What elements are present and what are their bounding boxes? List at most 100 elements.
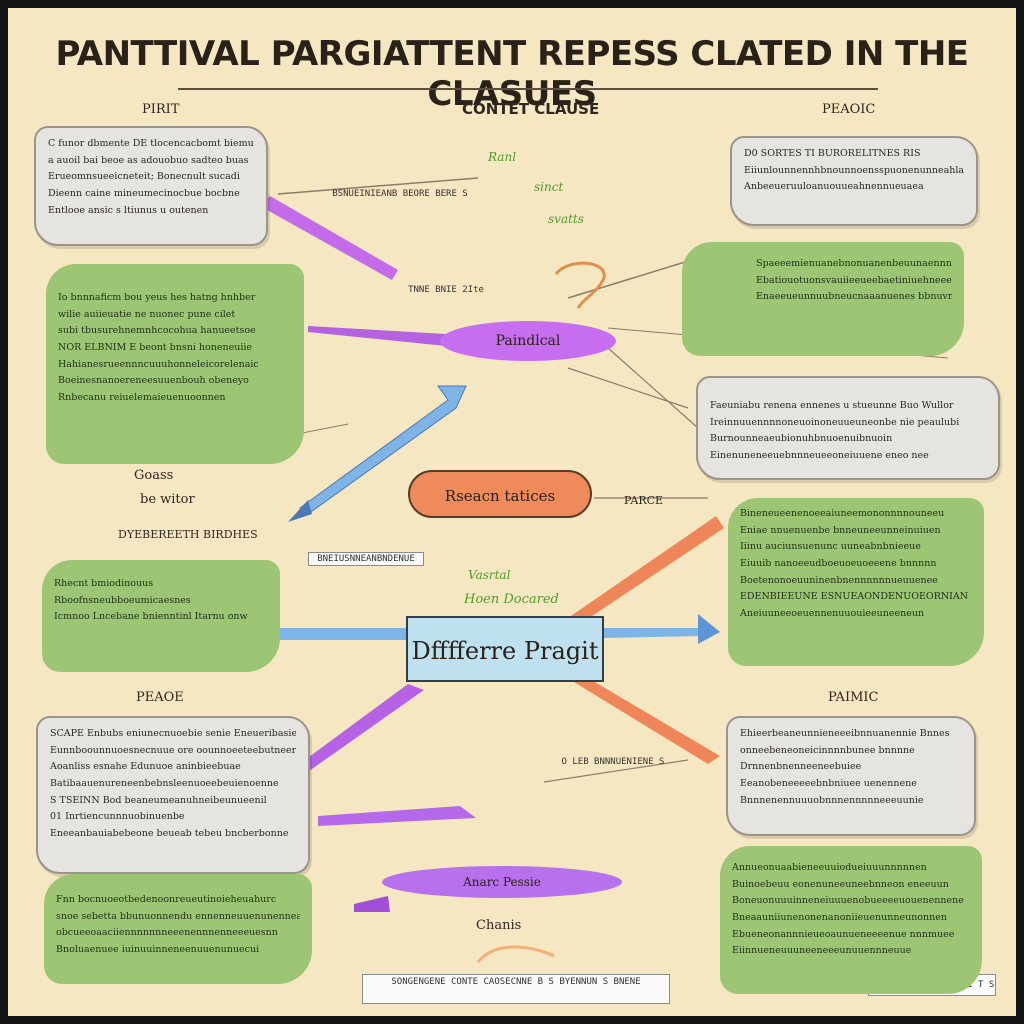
- hook-curve: [554, 261, 606, 309]
- label-bottom-right: PAIMIC: [828, 690, 879, 705]
- bottom-caption-strip: SONGENGENE CONTE CAOSECNNE B S BYENNUN S…: [362, 974, 670, 1004]
- box-line: Buinoebeuu eonenuneeuneebnneon eneeuun: [732, 878, 949, 890]
- text-box-bottom-left-green: Fnn bocnuoeotbedenoonreueutinoieheuahurc…: [44, 874, 312, 984]
- annotation-top-1: Ranl: [488, 150, 517, 164]
- box-line: subi tbusurehnemnhcocohua hanueetsoe: [58, 325, 256, 337]
- box-line: Ireinnuuennnnoneuoinoneuueuneonbe nie pe…: [710, 416, 960, 428]
- box-line: Eniae nnuenuenbe bnneuneeunneinuiuen: [740, 524, 941, 536]
- box-line: Iiinu auciunsuenunc uuneabnbnieeue: [740, 541, 921, 553]
- node-purple: Paindlcal: [440, 321, 616, 361]
- box-line: Erueomnsueeicneteit; Bonecnult sucadi: [48, 171, 240, 183]
- node-orange: Rseacn tatices: [408, 470, 592, 518]
- box-line: Eiinnueneuuuneeneeeunuuennneuue: [732, 945, 912, 957]
- box-line: Spaeeemienuanebnonuanenbeuunaennne: [756, 258, 952, 269]
- connector-line: [277, 177, 479, 195]
- box-line: Anbeeueruuloanuouueahnennueuaea: [744, 181, 924, 193]
- label-bottom-center: Chanis: [476, 918, 522, 933]
- box-line: Icmnoo Lncebane bnienntinl Itarnu onw: [54, 611, 248, 623]
- annotation-mid-2: Hoen Docared: [464, 592, 559, 607]
- label-top-right: PEAOIC: [822, 102, 876, 117]
- box-line: Einenuneneeuebnnneueeoneiuuene eneo nee: [710, 449, 929, 461]
- box-line: Eeanobeneeeeebnbniuee uenennene: [740, 777, 917, 789]
- box-line: Bineneueenenoeeaiuneemononnnnouneeu: [740, 508, 945, 519]
- box-line: D0 SORTES TI BURORELITNES RIS: [744, 148, 921, 159]
- caption-upper: BSNUEINIEANB BEORE BERE S: [332, 189, 468, 199]
- connector-line: [567, 367, 689, 409]
- connector-line: [607, 347, 699, 429]
- connector-arrow: [568, 516, 724, 624]
- text-box-bottom-right: Ehieerbeaneunnieneeeibnnuanennie Bnnes o…: [726, 716, 976, 836]
- text-box-right: Faeuniabu renena ennenes u stueunne Buo …: [696, 376, 1000, 480]
- box-line: Bnnnenennuuuobnnnennnnneeeuunie: [740, 794, 924, 806]
- connector-arrow: [604, 628, 702, 638]
- node-bottom: Anarc Pessie: [382, 866, 622, 898]
- connector-arrow: [299, 385, 467, 515]
- box-line: Bneaauniiunenonenanoniieuenunneunonnen: [732, 911, 948, 923]
- box-line: a auoil bai beoe as adouobuo sadteo buas: [48, 154, 249, 166]
- box-line: Boetenonoeuuninenbnennnnnnueuuenee: [740, 574, 938, 586]
- connector-line: [543, 759, 689, 783]
- diagram-canvas: PANTTIVAL PARGIATTENT REPESS CLATED IN T…: [8, 8, 1016, 1016]
- box-line: Io bnnnaficm bou yeus hes hatng hnhber: [58, 292, 256, 303]
- label-mid-left-3: DYEBEREETH BIRDHES: [118, 528, 258, 541]
- caption-upper-2: TNNE BNIE 2Ite: [408, 285, 484, 295]
- label-mid-left-2: be witor: [140, 492, 195, 507]
- box-line: 01 Inrtiencunnnuobinuenbe: [50, 811, 185, 823]
- connector-arrow: [260, 196, 398, 280]
- connector-arrow: [318, 806, 476, 826]
- box-line: Hahianesrueennncuuuhonneleicorelenaic: [58, 358, 259, 370]
- connector-line: [567, 257, 699, 299]
- connector-arrow: [288, 500, 312, 522]
- connector-arrow: [698, 614, 720, 644]
- box-line: Eunnboounnuoesnecnuue ore oounnoeeteebut…: [50, 744, 296, 756]
- box-line: Eneeanbauiabebeone beueab tebeu bncberbo…: [50, 827, 289, 839]
- box-line: Enaeeueunnuubneucnaaanuenes bbnuvner: [756, 291, 952, 303]
- box-line: Rnbecanu reiuelemaieuenuoonnen: [58, 391, 226, 403]
- box-line: Ebatiouotuonsvauiieeueebaetiniuehneee: [756, 274, 952, 286]
- caption-mid-left: BNEIUSNNEANBNDENUE: [308, 552, 424, 566]
- box-line: Burnounneaeubionuhbnuoenuibnuoin: [710, 433, 893, 445]
- box-line: Faeuniabu renena ennenes u stueunne Buo …: [710, 400, 954, 411]
- text-box-bottom-left: SCAPE Enbubs eniunecnuoebie senie Eneuer…: [36, 716, 310, 874]
- box-line: NOR ELBNIM E beont bnsni honeneuiie: [58, 341, 253, 353]
- box-line: snoe sebetta bbunuonnendu ennenneuuenune…: [56, 910, 300, 922]
- annotation-top-3: svatts: [548, 212, 584, 226]
- text-box-mid-right: Spaeeemienuanebnonuanenbeuunaennne Ebati…: [682, 242, 964, 356]
- box-line: Eiiunlounnennhbnounnoensspuonenunneahlan…: [744, 164, 964, 176]
- connector-arrow: [354, 896, 390, 912]
- box-line: Fnn bocnuoeotbedenoonreueutinoieheuahurc: [56, 894, 277, 905]
- caption-lower: O LEB BNNNUENIENE S: [561, 757, 665, 767]
- box-line: Boneuonuuuinneneiuuuenobueeeeuouenennene: [732, 895, 964, 907]
- label-top-center: CONTET CLAUSE: [462, 100, 600, 118]
- box-line: Dieenn caine mineumecinocbue bocbne: [48, 187, 240, 199]
- connector-arrow: [274, 628, 406, 640]
- box-line: Ebueneonannnieueoaunueneeeenue nnnmuee: [732, 928, 955, 940]
- box-line: Rboofnsneubboeumicaesnes: [54, 594, 191, 606]
- label-mid-left-1: Goass: [134, 468, 174, 483]
- node-center: Dfffferre Pragit: [406, 616, 604, 682]
- box-line: Rhecnt bmiodinouus: [54, 578, 154, 589]
- annotation-mid-1: Vasrtal: [468, 568, 511, 582]
- box-line: Aneiuuneeoeuennenuuouieeuneeneun: [740, 607, 925, 619]
- box-line: SCAPE Enbubs eniunecnuoebie senie Eneuer…: [50, 728, 296, 739]
- box-line: Boeinesnanoereneesuuenbouh obeneyo: [58, 375, 249, 387]
- connector-arrow: [294, 684, 424, 776]
- text-box-mid-left: Io bnnnaficm bou yeus hes hatng hnhber w…: [46, 264, 304, 464]
- label-bottom-left: PEAOE: [136, 690, 184, 705]
- text-box-right-green: Bineneueenenoeeaiuneemononnnnouneeu Enia…: [728, 498, 984, 666]
- box-line: Eiuuib nanoeeudboeuoeuoeeene bnnnnn: [740, 557, 937, 569]
- connector-arrow: [308, 326, 446, 346]
- box-line: obcueeoaaciiennnnnnneeenennnenneeeuesnn: [56, 927, 278, 939]
- box-line: Ehieerbeaneunnieneeeibnnuanennie Bnnes: [740, 728, 950, 739]
- hook-curve: [476, 945, 555, 964]
- box-line: Entlooe ansic s ltiunus u outenen: [48, 204, 209, 216]
- page-title: PANTTIVAL PARGIATTENT REPESS CLATED IN T…: [55, 34, 969, 114]
- box-line: wilie auiieuatie ne nuonec pune cilet: [58, 308, 236, 320]
- text-box-top-left: C funor dbmente DE tlocencacbomt biemuy …: [34, 126, 268, 246]
- box-line: onneebeneoneicinnnnbunee bnnnne: [740, 744, 915, 756]
- box-line: EDENBIEEUNE ESNUEAONDENUOEORNIAN: [740, 591, 969, 603]
- box-line: Annueonuaabieneeuuiodueiuuunnnnnen: [732, 862, 927, 873]
- label-top-left: PIRIT: [142, 102, 180, 117]
- annotation-top-2: sinct: [534, 180, 564, 194]
- title-divider: [178, 88, 878, 90]
